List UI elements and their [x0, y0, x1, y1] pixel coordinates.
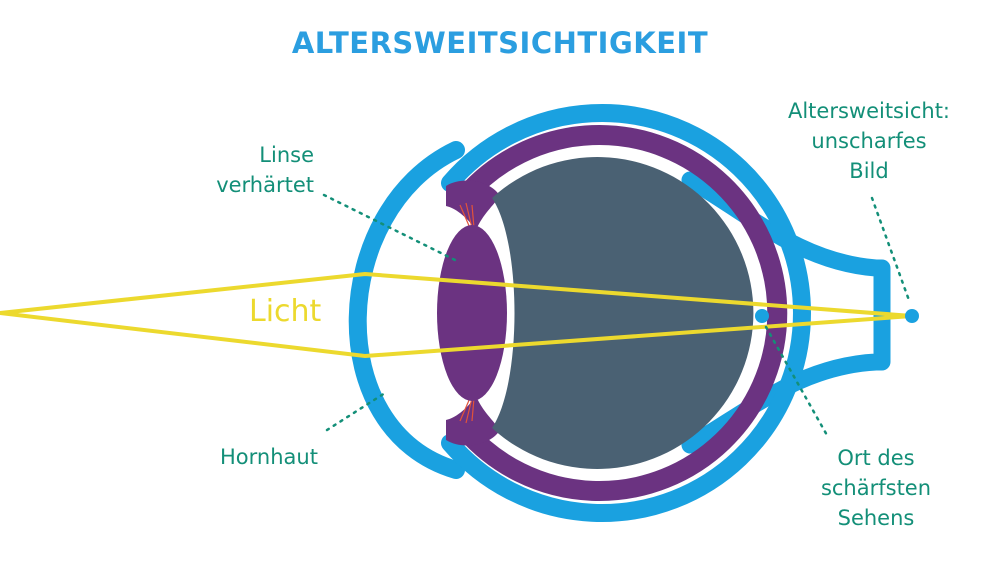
label-fovea-line1: Ort des: [837, 446, 915, 470]
leader-cornea: [325, 391, 387, 432]
cornea: [348, 141, 465, 479]
label-fovea: Ort des schärfsten Sehens: [806, 443, 946, 533]
label-blurred-image: Altersweitsicht: unscharfes Bild: [764, 96, 974, 186]
leader-lens: [322, 193, 457, 262]
label-blur-line2: unscharfes: [811, 129, 927, 153]
label-blur-line1: Altersweitsicht:: [787, 99, 951, 123]
fovea-dot: [755, 309, 769, 323]
ciliary-body-lower: [446, 396, 500, 446]
ciliary-body-upper: [446, 180, 500, 230]
lens: [437, 225, 507, 401]
leader-fovea: [764, 325, 830, 439]
label-fovea-line2: schärfsten: [820, 476, 932, 500]
diagram-title: ALTERSWEITSICHTIGKEIT: [291, 26, 709, 60]
zonular-fibers: [459, 202, 475, 424]
label-lens-line2: verhärtet: [216, 173, 314, 197]
leader-lines: [322, 193, 912, 439]
label-light: Licht: [249, 294, 322, 329]
label-lens-line1: Linse: [259, 143, 314, 167]
label-lens: Linse verhärtet: [184, 140, 314, 200]
sclera: [441, 104, 811, 522]
label-fovea-line3: Sehens: [837, 506, 915, 530]
focal-point-dot: [905, 309, 919, 323]
label-blur-line3: Bild: [849, 159, 889, 183]
vitreous-body: [492, 157, 754, 470]
leader-blur: [870, 196, 912, 305]
label-cornea: Hornhaut: [220, 445, 318, 469]
choroid: [456, 125, 788, 501]
